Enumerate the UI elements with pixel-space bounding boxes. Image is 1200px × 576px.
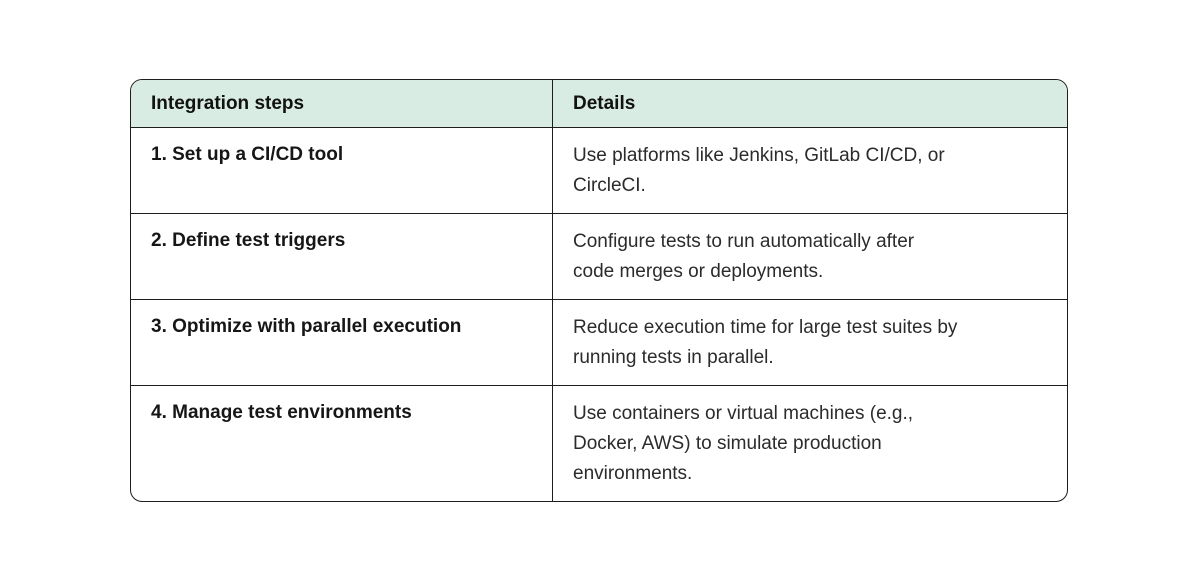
header-cell-details: Details (552, 80, 1067, 127)
details-cell: Use containers or virtual machines (e.g.… (552, 386, 1067, 501)
table-header-row: Integration steps Details (131, 80, 1067, 127)
details-cell: Use platforms like Jenkins, GitLab CI/CD… (552, 128, 1067, 213)
step-cell: 3. Optimize with parallel execution (151, 316, 462, 337)
table-row: 2. Define test triggers Configure tests … (131, 213, 1067, 299)
details-cell: Reduce execution time for large test sui… (552, 300, 1067, 385)
details-cell: Configure tests to run automatically aft… (552, 214, 1067, 299)
integration-steps-table: Integration steps Details 1. Set up a CI… (130, 79, 1068, 502)
step-cell: 4. Manage test environments (151, 402, 412, 423)
table-row: 3. Optimize with parallel execution Redu… (131, 299, 1067, 385)
table-row: 4. Manage test environments Use containe… (131, 385, 1067, 501)
step-cell: 1. Set up a CI/CD tool (151, 144, 344, 165)
table-row: 1. Set up a CI/CD tool Use platforms lik… (131, 127, 1067, 213)
header-cell-integration-steps: Integration steps (151, 93, 305, 114)
step-cell: 2. Define test triggers (151, 230, 346, 251)
